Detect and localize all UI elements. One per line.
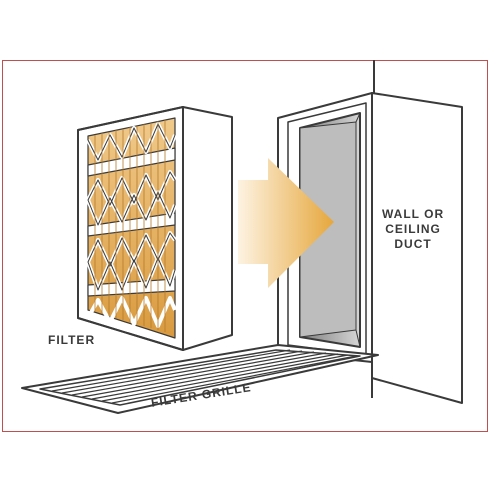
right-arrow-icon (238, 158, 334, 288)
duct-label-line1: WALL OR (382, 207, 445, 221)
filter-label: FILTER (48, 333, 96, 347)
duct-label-line2: CEILING (385, 222, 441, 236)
border-frame (2, 60, 488, 432)
duct-label: WALL OR CEILING DUCT (382, 207, 444, 252)
filter (77, 106, 233, 351)
duct-label-line3: DUCT (394, 237, 432, 251)
filter-grille (21, 344, 379, 414)
